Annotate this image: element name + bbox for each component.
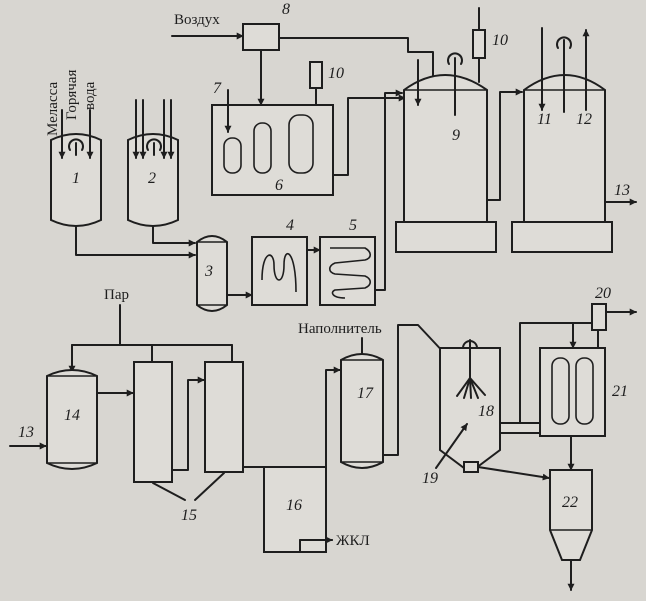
pipe-9-to-11 [486,88,523,201]
mixer-17: 17 [340,353,384,469]
label-12: 12 [576,111,592,128]
pipe-17-to-18 [382,324,463,456]
label-18: 18 [478,403,494,420]
label-17: 17 [357,385,374,402]
label-3: 3 [204,263,213,280]
hopper-22: 22 [549,469,593,561]
air-label: Воздух [174,12,220,28]
hot-water-label-1: Горячая [64,70,80,120]
filter-10a: 10 [309,61,344,106]
fermenter-9: 9 [395,52,497,253]
label-22: 22 [562,494,578,511]
label-16: 16 [286,497,302,514]
cooler-5: 5 [319,217,376,306]
label-10b: 10 [492,32,508,49]
pipe-5-to-9 [374,89,403,291]
label-15: 15 [181,507,197,524]
duct-18-21 [499,422,541,434]
tank-1: 1 [50,109,102,227]
filler-label: Наполнитель [298,321,382,337]
tank-2: 2 [127,99,179,227]
pipe-tank2-to-3 [152,225,196,247]
evaporator-15: 15 [133,361,244,524]
vessel-3: 3 [196,235,228,312]
label-20: 20 [595,285,611,302]
pipe-18-to-21 [519,322,599,424]
label-6: 6 [275,177,283,194]
label-5: 5 [349,217,357,234]
hot-water-label-2: вода [82,81,98,110]
label-1: 1 [72,170,80,187]
label-21: 21 [612,383,628,400]
air-inlet-19 [435,423,468,469]
tank-14: 14 [46,369,98,470]
label-13-bottom: 13 [18,424,34,441]
pipe-18-to-22 [477,466,550,481]
label-14: 14 [64,407,80,424]
separator-16: 16 [263,466,327,553]
air-filter-8: 8 [242,1,290,51]
steam-label: Пар [104,287,129,303]
label-11: 11 [537,111,552,128]
label-9: 9 [452,127,460,144]
filter-20: 20 [591,285,611,331]
label-19: 19 [422,470,438,487]
pipe-16-to-17 [325,366,341,531]
label-2: 2 [148,170,156,187]
pipe-8-to-9 [278,37,437,101]
cyclone-21: 21 [539,347,628,437]
label-4: 4 [286,217,294,234]
pipe-6-to-9 [332,94,406,176]
filter-10b: 10 [472,7,508,83]
label-13-top: 13 [614,182,630,199]
label-8: 8 [282,1,290,18]
output-zhkl-label: ЖКЛ [336,533,370,549]
spray-dryer-18: 18 [439,339,501,473]
molasses-label: Меласса [45,82,61,136]
label-7: 7 [213,80,222,97]
pipe-tank1-to-3 [75,225,196,259]
seed-unit-6: 7 6 [211,80,334,196]
heater-4: 4 [251,217,308,306]
fermenter-11-12: 11 12 [511,27,613,253]
label-10a: 10 [328,65,344,82]
